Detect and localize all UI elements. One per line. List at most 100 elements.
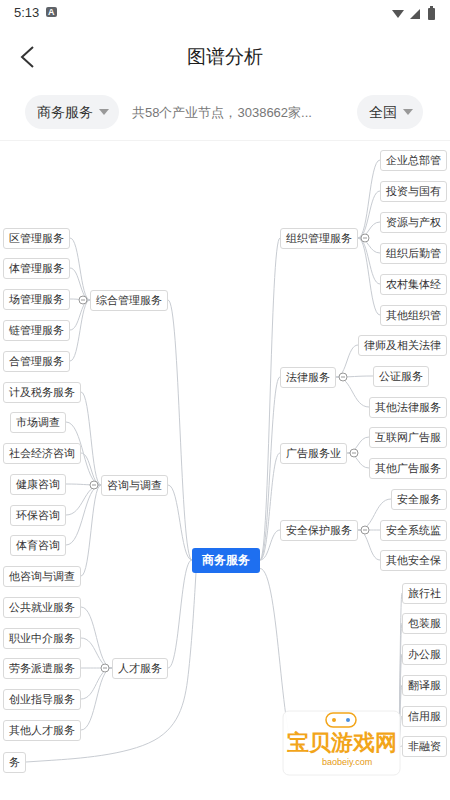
collapse-icon [361,526,369,534]
node-label: 商务服务 [37,95,93,129]
mindmap-link [358,530,380,560]
node-label: 旅行社 [408,587,441,600]
node-label: 市场调查 [16,416,60,429]
collapse-icon [339,373,347,381]
collapse-icon [103,668,107,669]
collapse-icon [81,300,85,301]
leaf-node: 链管理服务 [3,320,70,341]
node-label: 信用服 [408,710,441,723]
node-label: 企业总部管 [386,154,441,167]
mindmap-link [81,668,112,699]
controller-button [332,718,336,722]
leaf-node: 办公服 [402,644,447,665]
category-node: 咨询与调查 [101,475,168,496]
node-label: 务 [9,756,20,769]
leaf-node: 非融资 [402,736,447,757]
node-label: 体管理服务 [9,262,64,275]
category-node: 法律服务 [280,367,336,388]
category-node: 组织管理服务 [280,228,358,249]
node-label: 咨询与调查 [107,479,162,492]
dropdown-caret [99,109,109,115]
node-label: 资源与产权 [386,216,441,229]
collapse-icon [78,295,88,305]
leaf-node: 创业指导服务 [3,689,81,710]
collapse-icon [101,664,109,672]
node-label: 创业指导服务 [9,693,75,706]
collapse-icon [360,233,370,243]
leaf-node: 企业总部管 [380,150,447,171]
node-label: 包装服 [408,617,441,630]
status-icon-label: A [46,7,57,17]
mindmap-link [81,638,112,668]
node-label: 广告服务业 [286,447,341,460]
mindmap-link [358,238,380,315]
node-label: 公证服务 [379,370,423,383]
category-node: 人才服务 [112,658,168,679]
node-label: 非融资 [408,740,441,753]
divider-line [0,140,450,141]
mindmap-link [358,160,380,238]
controller-button [346,718,350,722]
node-label: 人才服务 [118,662,162,675]
node-label: 法律服务 [286,371,330,384]
collapse-icon [360,525,370,535]
category-node: 综合管理服务 [90,290,168,311]
signal-icon [410,9,420,19]
leaf-node: 其他组织管 [380,305,447,326]
node-label: 链管理服务 [9,324,64,337]
collapse-icon [363,238,367,239]
collapse-icon [92,485,96,486]
leaf-node: 投资与国有 [380,181,447,202]
leaf-node: 职业中介服务 [3,628,81,649]
dropdown-caret [403,109,413,115]
node-label: 他咨询与调查 [9,570,75,583]
node-label: 安全保护服务 [286,524,352,537]
leaf-node: 他咨询与调查 [3,566,81,587]
node-label: 安全系统监 [386,524,441,537]
mindmap-link [70,300,90,361]
mindmap-link [70,268,90,300]
leaf-node: 体管理服务 [3,258,70,279]
node-label: 场管理服务 [9,293,64,306]
leaf-node: 公共就业服务 [3,597,81,618]
leaf-node: 务 [3,752,26,773]
leaf-node: 劳务派遣服务 [3,658,81,679]
node-label: 律师及相关法律 [364,339,441,352]
node-label: 体育咨询 [16,539,60,552]
collapse-icon [89,480,99,490]
node-label: 公共就业服务 [9,601,75,614]
node-label: 其他组织管 [386,309,441,322]
leaf-node: 信用服 [402,706,447,727]
mindmap-link [336,345,358,377]
node-label: 环保咨询 [16,509,60,522]
leaf-node: 其他法律服务 [369,397,447,418]
collapse-icon [361,234,369,242]
mindmap-link [168,560,192,668]
battery-tip [430,6,433,8]
mindmap-link [168,485,192,560]
leaf-node: 律师及相关法律 [358,335,447,356]
mindmap-link [81,607,112,668]
collapse-icon [341,377,345,378]
node-label: 商务服务 [202,553,250,568]
node-label: 其他人才服务 [9,724,75,737]
category-node: 安全保护服务 [280,520,358,541]
leaf-node: 旅行社 [402,583,447,604]
node-label: 其他广告服务 [375,462,441,475]
node-label: 区管理服务 [9,232,64,245]
node-label: 职业中介服务 [9,632,75,645]
leaf-node: 安全服务 [391,489,447,510]
mindmap-link [336,377,369,407]
node-label: 投资与国有 [386,185,441,198]
filter-dropdown: 全国 [357,95,423,129]
leaf-node: 市场调查 [10,412,66,433]
leaf-node: 其他人才服务 [3,720,81,741]
category-node: 广告服务业 [280,443,347,464]
status-time: 5:13 [14,5,39,20]
node-label: 组织后勤管 [386,247,441,260]
collapse-icon [352,453,356,454]
collapse-icon [338,372,348,382]
leaf-node: 翻译服 [402,675,447,696]
leaf-node: 计及税务服务 [3,382,81,403]
